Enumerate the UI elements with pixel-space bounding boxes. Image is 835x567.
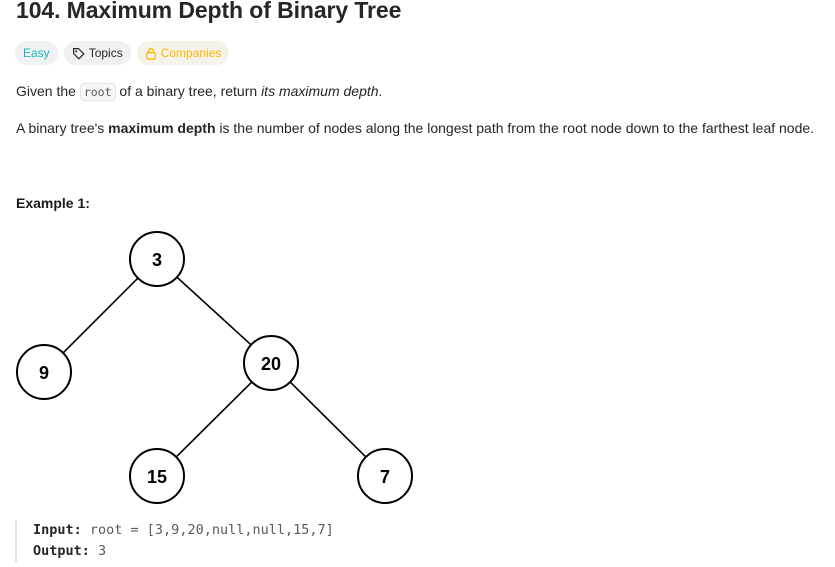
difficulty-label: Easy (23, 46, 50, 60)
description-paragraph-1: Given the root of a binary tree, return … (16, 83, 383, 101)
example-io-block: Input: root = [3,9,20,null,null,15,7] Ou… (15, 520, 334, 562)
example-output-line: Output: 3 (33, 541, 334, 562)
companies-label: Companies (160, 46, 222, 60)
topics-button[interactable]: Topics (63, 41, 131, 65)
tree-node-root-label: 3 (152, 250, 162, 270)
tree-node-right (243, 335, 299, 391)
description-text: of a binary tree, return (115, 83, 262, 99)
input-value: root = [3,9,20,null,null,15,7] (81, 522, 334, 538)
inline-code-root: root (79, 83, 116, 101)
tree-node-right-label: 20 (261, 354, 281, 374)
output-value: 3 (89, 543, 107, 559)
example-input-line: Input: root = [3,9,20,null,null,15,7] (33, 520, 334, 541)
tree-node-root (129, 231, 185, 287)
output-key: Output: (33, 543, 90, 559)
lock-icon (145, 47, 157, 60)
tree-node-right-right (357, 448, 413, 504)
example-label: Example 1: (16, 195, 90, 211)
topics-label: Topics (88, 46, 123, 60)
problem-title: 104. Maximum Depth of Binary Tree (16, 0, 402, 23)
description-paragraph-2: A binary tree's maximum depth is the num… (16, 120, 814, 136)
description-strong: maximum depth (108, 120, 216, 136)
tree-node-right-right-label: 7 (380, 467, 390, 487)
description-text: A binary tree's (16, 120, 109, 136)
difficulty-badge: Easy (15, 41, 58, 65)
tag-row: Easy Topics Companies (15, 41, 230, 65)
description-emphasis: its maximum depth (261, 83, 379, 99)
input-key: Input: (33, 522, 82, 538)
tree-node-left (16, 344, 72, 400)
tree-node-right-left (129, 448, 185, 504)
description-text: . (378, 83, 383, 99)
tree-node-right-left-label: 15 (147, 467, 167, 487)
tag-icon (72, 47, 85, 60)
companies-button[interactable]: Companies (136, 41, 230, 65)
tree-node-left-label: 9 (39, 363, 49, 383)
description-text: is the number of nodes along the longest… (215, 120, 815, 136)
description-text: Given the (16, 83, 80, 99)
